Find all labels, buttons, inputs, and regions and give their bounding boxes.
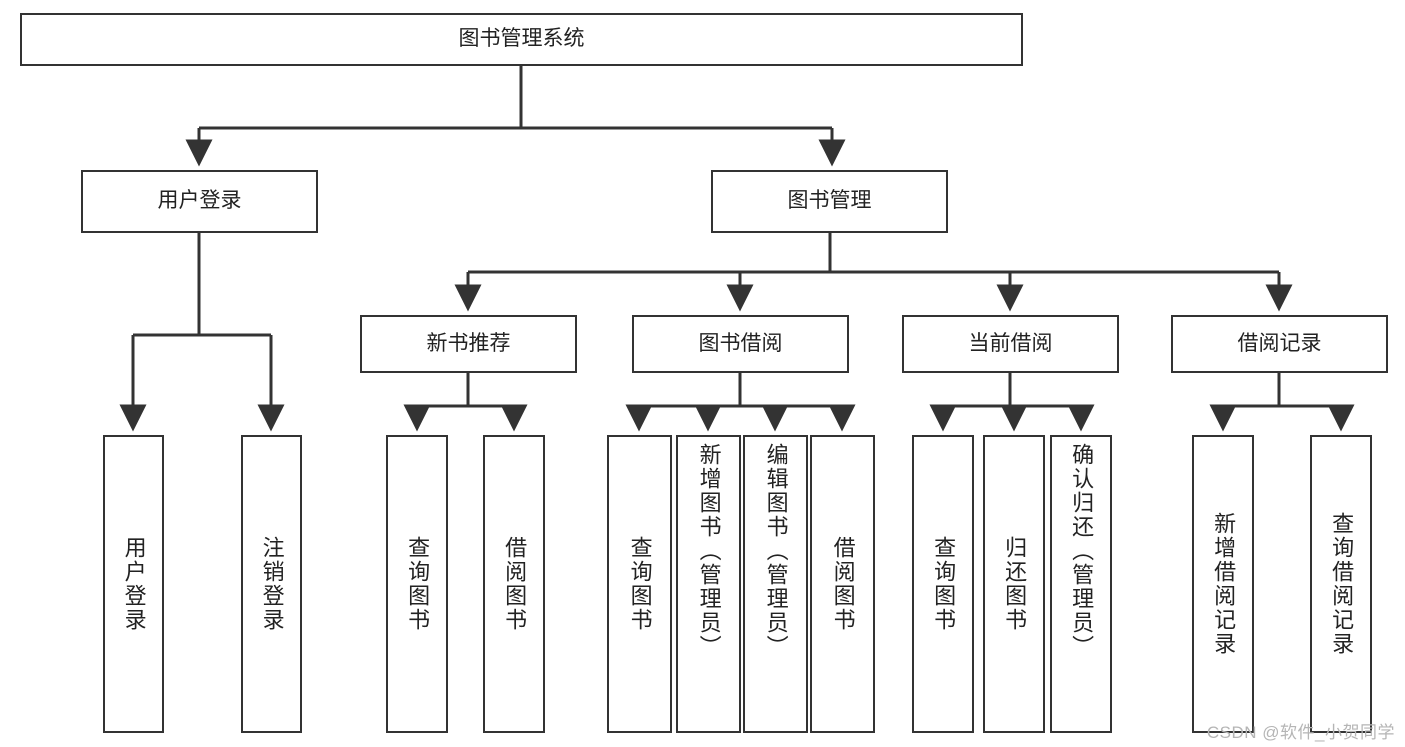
node-leaf-query-book-borrow[interactable]: 查询图书 bbox=[607, 435, 672, 733]
node-root[interactable]: 图书管理系统 bbox=[20, 13, 1023, 66]
node-leaf-user-logout-label: 注销登录 bbox=[259, 536, 285, 632]
node-book-manage-label: 图书管理 bbox=[787, 189, 872, 213]
node-leaf-query-book-borrow-label: 查询图书 bbox=[627, 536, 653, 632]
watermark-text: CSDN @软件_小贺同学 bbox=[1206, 723, 1395, 742]
node-book-borrow-label: 图书借阅 bbox=[698, 331, 783, 355]
node-leaf-user-logout[interactable]: 注销登录 bbox=[241, 435, 302, 733]
node-leaf-confirm-return[interactable]: 确认归还（管理员） bbox=[1050, 435, 1112, 733]
node-leaf-query-record-label: 查询借阅记录 bbox=[1329, 512, 1355, 656]
node-leaf-borrow-book-label: 借阅图书 bbox=[830, 536, 856, 632]
node-book-borrow[interactable]: 图书借阅 bbox=[632, 315, 849, 373]
node-leaf-query-book-cur[interactable]: 查询图书 bbox=[912, 435, 974, 733]
node-root-label: 图书管理系统 bbox=[458, 27, 585, 51]
node-leaf-edit-book[interactable]: 编辑图书（管理员） bbox=[743, 435, 808, 733]
node-new-book-rec[interactable]: 新书推荐 bbox=[360, 315, 577, 373]
node-user-login[interactable]: 用户登录 bbox=[81, 170, 318, 233]
node-leaf-user-login-label: 用户登录 bbox=[121, 536, 147, 632]
node-leaf-query-book-rec-label: 查询图书 bbox=[405, 536, 431, 632]
node-book-manage[interactable]: 图书管理 bbox=[711, 170, 948, 233]
node-leaf-query-book-cur-label: 查询图书 bbox=[931, 536, 957, 632]
node-leaf-query-book-rec[interactable]: 查询图书 bbox=[386, 435, 448, 733]
node-leaf-add-record[interactable]: 新增借阅记录 bbox=[1192, 435, 1254, 733]
node-leaf-confirm-return-label: 确认归还（管理员） bbox=[1069, 443, 1095, 659]
node-borrow-record-label: 借阅记录 bbox=[1237, 331, 1322, 355]
node-leaf-borrow-book-rec-label: 借阅图书 bbox=[502, 536, 528, 632]
node-leaf-user-login[interactable]: 用户登录 bbox=[103, 435, 164, 733]
node-new-book-rec-label: 新书推荐 bbox=[426, 331, 511, 355]
node-leaf-borrow-book[interactable]: 借阅图书 bbox=[810, 435, 875, 733]
node-borrow-record[interactable]: 借阅记录 bbox=[1171, 315, 1388, 373]
node-current-borrow[interactable]: 当前借阅 bbox=[902, 315, 1119, 373]
node-leaf-query-record[interactable]: 查询借阅记录 bbox=[1310, 435, 1372, 733]
node-leaf-borrow-book-rec[interactable]: 借阅图书 bbox=[483, 435, 545, 733]
node-leaf-add-book[interactable]: 新增图书（管理员） bbox=[676, 435, 741, 733]
node-leaf-return-book-label: 归还图书 bbox=[1002, 536, 1028, 632]
node-leaf-return-book[interactable]: 归还图书 bbox=[983, 435, 1045, 733]
node-leaf-edit-book-label: 编辑图书（管理员） bbox=[763, 443, 789, 659]
node-leaf-add-book-label: 新增图书（管理员） bbox=[696, 443, 722, 659]
node-user-login-label: 用户登录 bbox=[157, 189, 242, 213]
node-current-borrow-label: 当前借阅 bbox=[968, 331, 1053, 355]
node-leaf-add-record-label: 新增借阅记录 bbox=[1211, 512, 1237, 656]
